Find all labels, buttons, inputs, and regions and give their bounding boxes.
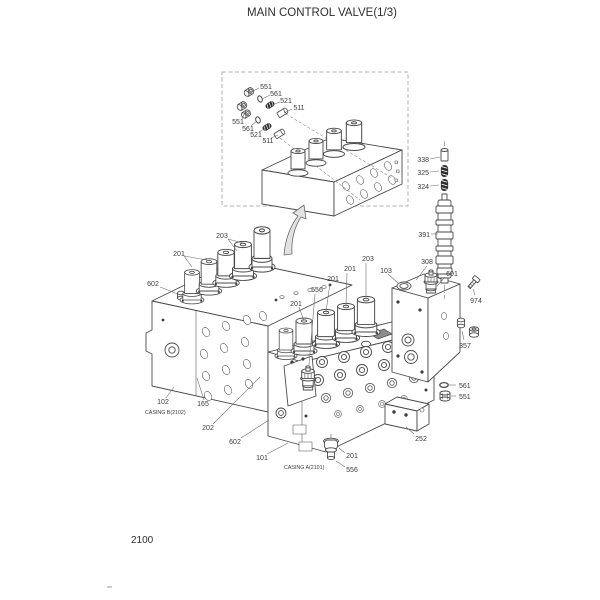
callout-601: 601 [446, 271, 458, 278]
fitting-357 [456, 317, 480, 338]
callout-391: 391 [418, 232, 430, 239]
callout-511-inset-a: 511 [293, 105, 304, 112]
leader-lines [159, 87, 476, 468]
zoom-arrow [283, 204, 307, 256]
caption-casing-a: CASING A(2101) [284, 465, 325, 471]
valve-cap-201 [290, 317, 318, 356]
bolt-974 [467, 275, 481, 290]
pilot-valve-556 [300, 365, 316, 391]
casing-b-top-bolt-holes [161, 283, 332, 322]
callout-338: 338 [417, 157, 429, 164]
inset-cap [342, 119, 366, 152]
valve-cap [248, 226, 276, 273]
valve-cap-201 [311, 308, 341, 349]
poppet-511 [273, 127, 287, 140]
oring-561 [257, 95, 263, 103]
callout-551-right: 551 [459, 394, 471, 401]
callout-203-left: 203 [216, 233, 228, 240]
callout-511-inset-b: 511 [262, 138, 273, 145]
callout-201-bottom: 201 [346, 453, 358, 460]
callout-201-a3: 201 [344, 266, 356, 273]
callout-602-left: 602 [147, 281, 159, 288]
inset-ports [342, 160, 400, 205]
callout-521-inset-a: 521 [280, 98, 292, 105]
callout-602-bottom: 602 [229, 439, 241, 446]
callout-201-left: 201 [173, 251, 185, 258]
plug-551 [242, 86, 256, 98]
spool-391 [435, 193, 454, 284]
oring-561-right [439, 381, 449, 389]
inset-cap [305, 137, 327, 167]
callout-551-inset-b: 551 [232, 119, 244, 126]
callout-252: 252 [415, 436, 427, 443]
callout-201-a1: 201 [290, 301, 302, 308]
spring-325 [440, 164, 449, 178]
callout-357: 357 [459, 343, 471, 350]
casing-b [145, 226, 353, 413]
figure-number: 2100 [131, 535, 154, 546]
caption-casing-b: CASING B(2102) [145, 410, 186, 416]
casing-b-ports [200, 311, 267, 401]
callout-201-a2: 201 [327, 276, 339, 283]
callout-551-inset-a: 551 [260, 84, 272, 91]
inset-loose-parts [235, 86, 290, 140]
casing-103 [391, 269, 461, 383]
callout-561-inset-b: 561 [242, 126, 254, 133]
callouts: 551 561 521 511 551 561 521 511 338 325 … [147, 84, 482, 474]
callout-561-right: 561 [459, 383, 471, 390]
callout-556-top: 556 [311, 287, 323, 294]
spring-324 [440, 178, 449, 192]
callout-556-bottom: 556 [346, 467, 358, 474]
callout-165: 165 [197, 401, 209, 408]
callout-203-a: 203 [362, 256, 374, 263]
bottom-valve-201-556 [323, 433, 339, 461]
plug-551-right [439, 390, 451, 402]
callout-308: 308 [421, 259, 433, 266]
detail-inset [221, 71, 409, 217]
page-title: MAIN CONTROL VALVE(1/3) [247, 7, 397, 19]
inset-cap [323, 127, 345, 158]
oring-561 [255, 116, 261, 124]
callout-103: 103 [380, 268, 392, 275]
spool-assembly [435, 141, 454, 299]
inset-cap [287, 147, 309, 177]
valve-cap-203 [351, 295, 381, 338]
callout-974: 974 [470, 298, 482, 305]
valve-stack-308 [423, 269, 439, 294]
plug-338 [440, 148, 449, 162]
spring-521 [264, 100, 276, 110]
callout-202: 202 [202, 425, 214, 432]
poppet-511 [276, 106, 290, 119]
callout-101: 101 [256, 455, 268, 462]
callout-561-inset-a: 561 [270, 91, 282, 98]
callout-325: 325 [417, 170, 429, 177]
inset-valve-block [261, 113, 403, 217]
block-252 [384, 396, 430, 432]
callout-324: 324 [417, 184, 429, 191]
spring-521 [261, 122, 273, 132]
callout-102: 102 [157, 399, 169, 406]
callout-521-inset-b: 521 [250, 132, 262, 139]
